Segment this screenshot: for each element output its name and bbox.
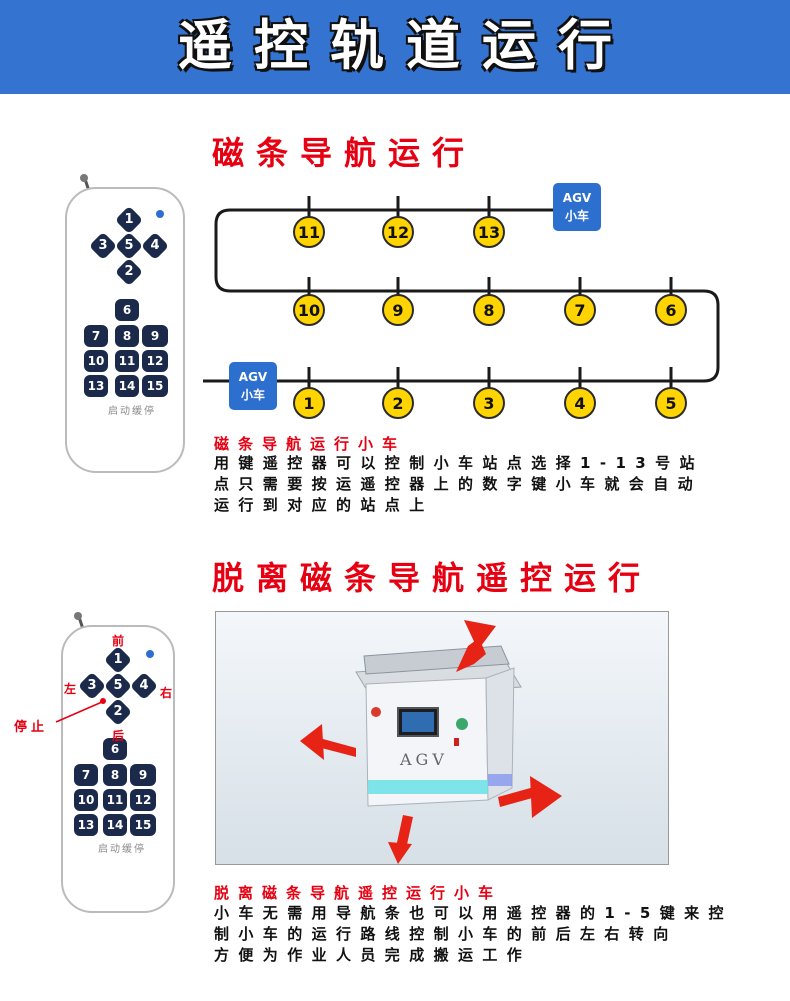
section1-desc-title: 磁条导航运行小车 <box>214 435 407 453</box>
station-8: 8 <box>473 294 505 326</box>
dpad2-key-down-label: 2 <box>113 704 123 719</box>
agv-illustration: AGV <box>300 620 562 864</box>
section1-desc-line-1: 用键遥控器可以控制小车站点选择1-13号站 <box>214 454 704 472</box>
dpad-key-down-label: 2 <box>124 264 134 279</box>
key-13[interactable]: 13 <box>84 375 108 397</box>
key-15[interactable]: 15 <box>142 375 168 397</box>
section1-desc-line-3: 运行到对应的站点上 <box>214 496 434 514</box>
label-left: 左 <box>64 682 77 696</box>
station-13: 13 <box>473 216 505 248</box>
header-banner: 遥控轨道运行 <box>0 0 790 94</box>
remote-control-2: 1 3 5 4 2 6 7 8 9 10 11 12 13 14 15 启动缓停 <box>48 612 178 914</box>
agv-photo-panel: AGV AGV <box>215 611 669 865</box>
dpad2-key-left-label: 3 <box>87 678 97 693</box>
remote-brand-text: 启动缓停 <box>108 406 156 417</box>
station-2: 2 <box>382 387 414 419</box>
key2-8[interactable]: 8 <box>103 764 127 786</box>
agv-body-text: AGV <box>400 749 401 750</box>
agv-top-line1: AGV <box>562 191 592 205</box>
station-1: 1 <box>293 387 325 419</box>
key-6[interactable]: 6 <box>115 299 139 321</box>
section2-desc-title: 脱离磁条导航遥控运行小车 <box>214 884 503 902</box>
label-right: 右 <box>160 686 173 700</box>
station-9: 9 <box>382 294 414 326</box>
label-back: 后 <box>112 729 125 743</box>
section1-title: 磁条导航运行 <box>212 134 477 172</box>
key2-11[interactable]: 11 <box>103 789 127 811</box>
dpad2-key-up-label: 1 <box>113 652 123 667</box>
section2-title: 脱离磁条导航遥控运行 <box>212 559 653 597</box>
page-title: 遥控轨道运行 <box>178 14 634 77</box>
svg-text:AGV: AGV <box>399 750 448 769</box>
key2-7[interactable]: 7 <box>74 764 98 786</box>
magnetic-track-line <box>203 208 720 383</box>
key2-9[interactable]: 9 <box>130 764 156 786</box>
dpad-key-up-label: 1 <box>124 212 134 227</box>
label-stop: 停止 <box>14 720 49 735</box>
station-7: 7 <box>564 294 596 326</box>
remote-control-1: 1 3 5 4 2 6 7 8 9 10 11 12 13 14 15 启动缓停 <box>62 174 192 474</box>
key-12[interactable]: 12 <box>142 350 168 372</box>
station-6: 6 <box>655 294 687 326</box>
station-11: 11 <box>293 216 325 248</box>
key-14[interactable]: 14 <box>115 375 139 397</box>
station-5: 5 <box>655 387 687 419</box>
key-8[interactable]: 8 <box>115 325 139 347</box>
agv-bottom-line1: AGV <box>238 370 268 384</box>
key2-12[interactable]: 12 <box>130 789 156 811</box>
dpad2-key-right-label: 4 <box>139 678 149 693</box>
station-4: 4 <box>564 387 596 419</box>
agv-car-bottom: AGV 小车 <box>229 362 277 410</box>
remote2-brand-text: 启动缓停 <box>98 844 146 855</box>
station-10: 10 <box>293 294 325 326</box>
key2-13[interactable]: 13 <box>74 814 98 836</box>
section1-desc-line-2: 点只需要按运遥控器上的数字键小车就会自动 <box>214 475 703 493</box>
agv-car-top: AGV 小车 <box>553 183 601 231</box>
dpad-key-center-label: 5 <box>124 238 134 253</box>
dpad-key-right-label: 4 <box>150 238 160 253</box>
agv-top-line2: 小车 <box>564 209 589 223</box>
key-9[interactable]: 9 <box>142 325 168 347</box>
key2-15[interactable]: 15 <box>130 814 156 836</box>
key2-14[interactable]: 14 <box>103 814 127 836</box>
key-11[interactable]: 11 <box>115 350 139 372</box>
label-front: 前 <box>112 634 125 648</box>
dpad-key-left-label: 3 <box>98 238 108 253</box>
key-7[interactable]: 7 <box>84 325 108 347</box>
agv-bottom-line2: 小车 <box>240 388 265 402</box>
key-10[interactable]: 10 <box>84 350 108 372</box>
section2-desc-line-3: 方便为作业人员完成搬运工作 <box>214 946 532 964</box>
section2-desc-line-1: 小车无需用导航条也可以用遥控器的1-5键来控 <box>214 904 733 922</box>
station-12: 12 <box>382 216 414 248</box>
section2-desc-line-2: 制小车的运行路线控制小车的前后左右转向 <box>214 925 678 943</box>
station-3: 3 <box>473 387 505 419</box>
key2-6[interactable]: 6 <box>103 738 127 760</box>
dpad2-key-center-label: 5 <box>113 678 123 693</box>
key2-10[interactable]: 10 <box>74 789 98 811</box>
